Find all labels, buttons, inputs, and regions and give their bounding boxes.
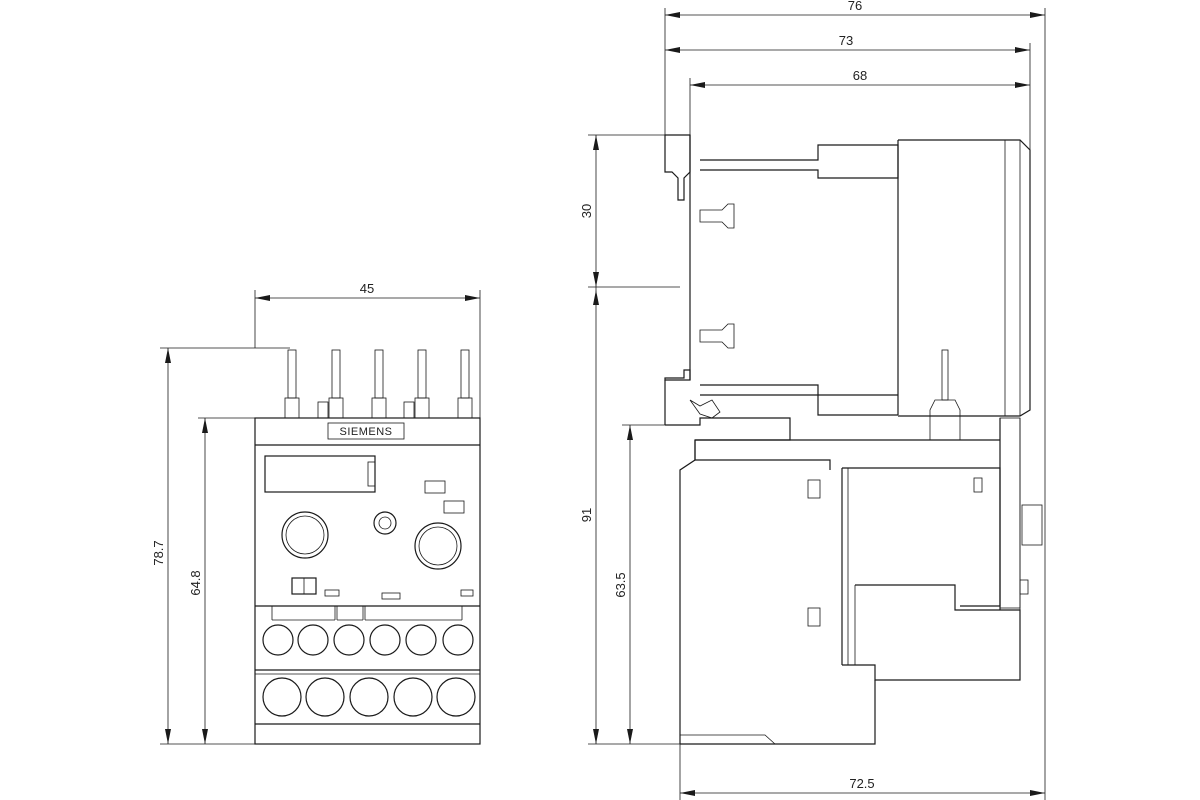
dim-side-73: 73 bbox=[665, 33, 1031, 150]
side-lower-section bbox=[665, 417, 1043, 745]
svg-text:63.5: 63.5 bbox=[613, 572, 628, 597]
side-view: 76 73 68 30 bbox=[579, 0, 1046, 800]
svg-text:76: 76 bbox=[848, 0, 862, 13]
svg-text:78.7: 78.7 bbox=[151, 540, 166, 565]
brand-label: SIEMENS bbox=[339, 426, 392, 438]
display-window bbox=[264, 455, 376, 493]
svg-text:72.5: 72.5 bbox=[849, 776, 874, 791]
svg-text:64.8: 64.8 bbox=[188, 570, 203, 595]
dim-front-body-height: 64.8 bbox=[188, 417, 255, 744]
set-screw bbox=[373, 511, 397, 535]
indicator-led-2 bbox=[443, 500, 465, 514]
dim-side-76: 76 bbox=[664, 0, 1046, 520]
dim-side-72-5: 72.5 bbox=[679, 520, 1046, 800]
dim-front-total-height: 78.7 bbox=[151, 347, 290, 745]
terminal-screws-upper bbox=[262, 624, 474, 656]
svg-text:45: 45 bbox=[360, 281, 374, 296]
side-upper-section bbox=[664, 134, 1031, 441]
dial-left bbox=[281, 511, 329, 559]
svg-text:73: 73 bbox=[839, 33, 853, 48]
dial-right bbox=[414, 522, 462, 570]
terminal-pins bbox=[284, 349, 473, 419]
dim-front-width: 45 bbox=[254, 281, 481, 418]
dim-side-63-5: 63.5 bbox=[613, 424, 665, 744]
indicator-led bbox=[424, 480, 446, 494]
front-housing bbox=[254, 417, 481, 745]
svg-text:30: 30 bbox=[579, 204, 594, 218]
front-view: SIEMENS bbox=[151, 281, 481, 745]
dim-side-91: 91 bbox=[579, 287, 680, 745]
svg-text:68: 68 bbox=[853, 68, 867, 83]
terminal-screws-lower bbox=[262, 677, 476, 717]
svg-text:91: 91 bbox=[579, 508, 594, 522]
dim-side-30: 30 bbox=[579, 134, 680, 288]
dim-side-68: 68 bbox=[689, 68, 1030, 135]
